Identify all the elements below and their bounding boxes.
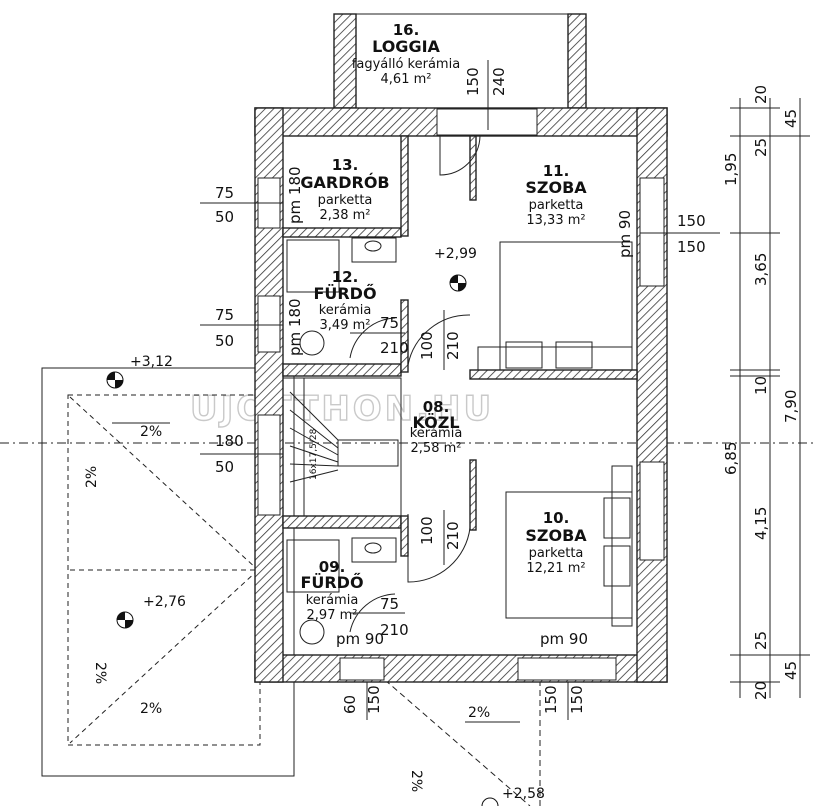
svg-text:pm 90: pm 90	[540, 630, 588, 648]
door-labels: 75 210 100 210 100 210 75 210	[350, 310, 462, 639]
svg-text:150: 150	[464, 67, 482, 96]
svg-text:75: 75	[215, 306, 234, 324]
svg-text:kerámia: kerámia	[319, 303, 372, 318]
level-b: +2,99	[434, 246, 477, 262]
svg-text:LOGGIA: LOGGIA	[372, 37, 440, 56]
svg-text:pm 90: pm 90	[336, 630, 384, 648]
svg-text:210: 210	[444, 331, 462, 360]
room-11: 11. SZOBA parketta 13,33 m²	[525, 162, 587, 228]
terrace	[41, 367, 295, 777]
svg-text:150: 150	[568, 685, 586, 714]
room-09: 09. FÜRDŐ kerámia 2,97 m²	[300, 558, 363, 623]
svg-text:20: 20	[752, 85, 770, 104]
svg-text:4,61 m²: 4,61 m²	[381, 72, 432, 87]
room-16: 16. LOGGIA fagyálló kerámia 4,61 m²	[352, 21, 460, 87]
level-c: +2,76	[143, 594, 186, 610]
svg-text:pm 180: pm 180	[286, 166, 304, 224]
level-d: +2,58	[502, 786, 545, 802]
svg-text:FÜRDŐ: FÜRDŐ	[313, 283, 376, 303]
svg-text:150: 150	[677, 238, 706, 256]
bed-upper	[477, 241, 633, 371]
room-13: 13. GARDRÓB parketta 2,38 m²	[300, 156, 389, 223]
room-10: 10. SZOBA parketta 12,21 m²	[525, 509, 587, 576]
svg-text:60: 60	[341, 695, 359, 714]
svg-text:210: 210	[380, 621, 409, 639]
slope-5: 2%	[468, 705, 490, 721]
svg-text:08.: 08.	[423, 398, 450, 416]
staircase	[282, 377, 402, 517]
svg-text:50: 50	[215, 458, 234, 476]
svg-text:45: 45	[782, 109, 800, 128]
svg-text:SZOBA: SZOBA	[525, 526, 587, 545]
svg-text:16.: 16.	[393, 21, 420, 39]
svg-text:7,90: 7,90	[782, 390, 800, 423]
svg-text:4,15: 4,15	[752, 507, 770, 540]
svg-text:180: 180	[215, 432, 244, 450]
loggia-walls	[333, 13, 587, 109]
slope-1: 2%	[140, 424, 162, 440]
svg-text:12.: 12.	[332, 268, 359, 286]
svg-text:kerámia: kerámia	[306, 593, 359, 608]
svg-text:12,21 m²: 12,21 m²	[526, 561, 585, 576]
svg-text:SZOBA: SZOBA	[525, 178, 587, 197]
svg-text:fagyálló kerámia: fagyálló kerámia	[352, 57, 460, 72]
svg-text:09.: 09.	[319, 558, 346, 576]
svg-text:3,49 m²: 3,49 m²	[320, 318, 371, 333]
svg-text:20: 20	[752, 681, 770, 700]
svg-text:2,58 m²: 2,58 m²	[411, 441, 462, 456]
svg-text:KÖZL: KÖZL	[412, 413, 459, 432]
svg-text:parketta: parketta	[529, 546, 584, 561]
svg-text:10.: 10.	[543, 509, 570, 527]
svg-text:1,95: 1,95	[722, 153, 740, 186]
svg-text:kerámia: kerámia	[410, 426, 463, 441]
svg-text:150: 150	[365, 685, 383, 714]
svg-text:100: 100	[418, 331, 436, 360]
svg-text:25: 25	[752, 631, 770, 650]
svg-text:50: 50	[215, 208, 234, 226]
svg-text:2,38 m²: 2,38 m²	[320, 208, 371, 223]
room-12: 12. FÜRDŐ kerámia 3,49 m²	[313, 268, 376, 333]
bathroom-fixtures	[286, 237, 397, 645]
svg-text:150: 150	[542, 685, 560, 714]
svg-text:3,65: 3,65	[752, 253, 770, 286]
svg-text:2,97 m²: 2,97 m²	[307, 608, 358, 623]
slope-4: 2%	[140, 701, 162, 717]
svg-text:75: 75	[380, 314, 399, 332]
level-a: +3,12	[130, 354, 173, 370]
svg-text:FÜRDŐ: FÜRDŐ	[300, 572, 363, 592]
stair-label: 16x17,5/28	[309, 428, 319, 480]
right-dimension-chain: 20 25 1,95 3,65 10 4,15 25 20 45 7,90 45…	[722, 85, 810, 700]
slope-3: 2%	[92, 662, 108, 684]
window-labels: 75 50 75 50 180 50 150 150 150 240 pm 18…	[200, 60, 720, 720]
bed-lower	[505, 465, 633, 627]
slope-6: 2%	[408, 770, 424, 792]
svg-text:13,33 m²: 13,33 m²	[526, 213, 585, 228]
doors	[349, 135, 481, 633]
svg-text:75: 75	[215, 184, 234, 202]
svg-text:pm 180: pm 180	[286, 298, 304, 356]
svg-text:parketta: parketta	[529, 198, 584, 213]
svg-text:25: 25	[752, 138, 770, 157]
svg-text:13.: 13.	[332, 156, 359, 174]
slope-2: 2%	[84, 466, 100, 488]
svg-text:11.: 11.	[543, 162, 570, 180]
level-markers	[106, 274, 499, 806]
svg-text:45: 45	[782, 661, 800, 680]
svg-text:240: 240	[490, 67, 508, 96]
svg-text:50: 50	[215, 332, 234, 350]
room-08: 08. KÖZL kerámia 2,58 m²	[410, 398, 463, 456]
svg-text:150: 150	[677, 212, 706, 230]
svg-text:GARDRÓB: GARDRÓB	[300, 173, 389, 192]
svg-text:210: 210	[380, 339, 409, 357]
svg-text:75: 75	[380, 595, 399, 613]
svg-text:10: 10	[752, 376, 770, 395]
svg-text:pm 90: pm 90	[616, 210, 634, 258]
svg-text:6,85: 6,85	[722, 442, 740, 475]
svg-text:210: 210	[444, 521, 462, 550]
svg-text:100: 100	[418, 516, 436, 545]
svg-text:parketta: parketta	[318, 193, 373, 208]
